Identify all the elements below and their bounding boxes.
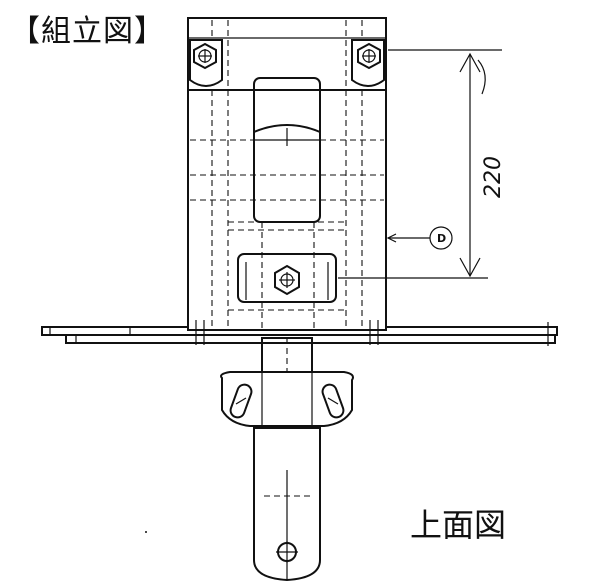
slotted-hole-left: [229, 383, 253, 419]
flange-bolt-right: [369, 320, 379, 345]
lower-clamp-plate: [237, 253, 337, 303]
lower-slotted-bracket: [220, 371, 354, 427]
callout-letter: D: [437, 232, 446, 245]
slotted-hole-right: [321, 383, 345, 419]
top-right-hex-nut: [357, 42, 381, 70]
center-slot: [253, 77, 321, 223]
center-hex-nut: [274, 264, 300, 296]
dimension-value: 220: [481, 156, 506, 198]
bottom-arm: [253, 427, 321, 582]
dimension-220: 220: [338, 49, 506, 279]
top-left-hex-nut: [193, 42, 217, 70]
stray-mark: [145, 531, 147, 533]
flange-bolt-left: [195, 320, 205, 345]
callout-d: D: [386, 226, 453, 250]
view-label: 上面図: [410, 506, 507, 544]
drawing-title: 【組立図】: [10, 14, 165, 49]
bottom-arm-pin-hole: [276, 541, 298, 563]
